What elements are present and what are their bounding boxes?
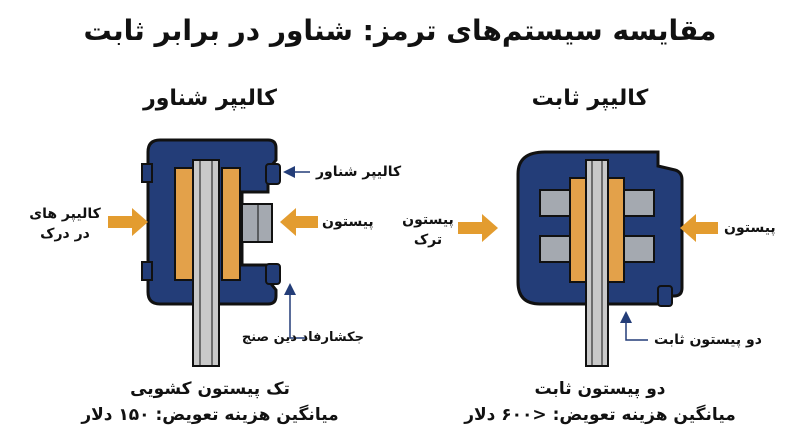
floating-caliper-assembly	[108, 138, 318, 367]
floating-caption-type: تک پیستون کشویی	[130, 379, 290, 399]
floating-tab-top	[141, 163, 153, 183]
fixed-callout-pistons	[620, 311, 648, 341]
fixed-piston-right-top	[619, 189, 655, 217]
fixed-caliper-assembly	[458, 150, 718, 367]
fixed-pad-left	[569, 177, 587, 283]
floating-mount-label: کالیپر های در درک	[29, 206, 101, 242]
fixed-piston-right-bottom	[619, 235, 655, 263]
floating-piston	[241, 203, 273, 243]
fixed-pistons-label: دو پیستون ثابت	[654, 332, 762, 348]
floating-bolt-bottom	[265, 263, 281, 285]
floating-caption-cost: میانگین هزینه تعویض: ۱۵۰ دلار	[81, 405, 339, 425]
fixed-piston-left-label: پیستون ترک	[402, 212, 454, 248]
floating-callout-pins	[284, 283, 306, 339]
floating-caliper-heading: کالیپر شناور	[143, 86, 277, 111]
floating-tab-bottom	[141, 261, 153, 281]
floating-rotor	[192, 159, 220, 367]
floating-arrow-left	[108, 208, 148, 236]
fixed-rotor	[585, 159, 609, 367]
floating-pad-outer	[174, 167, 194, 281]
floating-caption: تک پیستون کشویی میانگین هزینه تعویض: ۱۵۰…	[80, 376, 340, 428]
fixed-caption-cost: میانگین هزینه تعویض: <۶۰۰ دلار	[464, 405, 736, 425]
fixed-arrow-right	[680, 214, 718, 242]
fixed-caption-type: دو پیستون ثابت	[534, 379, 666, 399]
fixed-pad-right	[607, 177, 625, 283]
floating-piston-label: پیستون	[322, 214, 374, 230]
fixed-bolt	[657, 285, 673, 307]
floating-bolt-top	[265, 163, 281, 185]
floating-pins-label: جکشارفاد دین صنج	[241, 330, 364, 345]
fixed-piston-left-bottom	[539, 235, 575, 263]
floating-arrow-right	[280, 208, 318, 236]
fixed-piston-left-top	[539, 189, 575, 217]
fixed-arrow-left	[458, 214, 498, 242]
floating-pad-inner	[221, 167, 241, 281]
fixed-piston-right-label: پیستون	[724, 220, 776, 236]
page-title: مقایسه سیستم‌های ترمز: شناور در برابر ثا…	[83, 14, 717, 47]
fixed-caption: دو پیستون ثابت میانگین هزینه تعویض: <۶۰۰…	[460, 376, 740, 428]
floating-caliper-label: کالیپر شناور	[316, 164, 402, 180]
fixed-caliper-heading: کالیپر ثابت	[531, 86, 649, 111]
